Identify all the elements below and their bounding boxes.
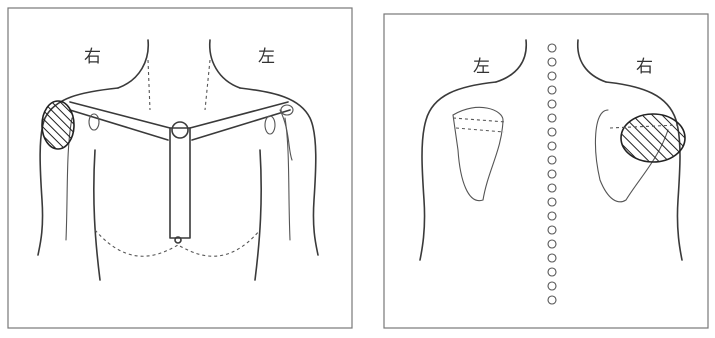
vertebra (548, 226, 556, 234)
back-frame (384, 14, 708, 328)
vertebra (548, 184, 556, 192)
front-right-shoulder-bump (89, 114, 99, 130)
vertebra (548, 44, 556, 52)
vertebra (548, 100, 556, 108)
front-label-right: 右 (84, 47, 101, 67)
vertebra (548, 156, 556, 164)
front-frame (8, 8, 352, 328)
front-neck-dash-1 (148, 60, 150, 110)
vertebra (548, 72, 556, 80)
vertebra (548, 58, 556, 66)
vertebra (548, 86, 556, 94)
front-neck-dash-2 (205, 60, 210, 110)
vertebra (548, 240, 556, 248)
back-left-dash-2 (456, 128, 504, 132)
back-left-shoulder-outline (420, 82, 496, 260)
vertebra (548, 296, 556, 304)
front-left-shoulder-bump (265, 116, 275, 134)
back-label-right: 右 (636, 57, 653, 77)
back-view-figure: 左 右 (378, 0, 715, 338)
back-left-dash-1 (453, 118, 506, 122)
back-view-panel: 左 右 (378, 0, 715, 338)
vertebra (548, 212, 556, 220)
vertebra (548, 254, 556, 262)
back-label-left: 左 (473, 57, 490, 77)
front-left-shoulder-knob (281, 105, 293, 115)
front-neck-right-line (118, 40, 148, 88)
front-torso-right-side (94, 150, 100, 280)
vertebra (548, 268, 556, 276)
front-right-shoulder-hatch (42, 101, 74, 149)
front-center-ring (172, 122, 188, 138)
back-spine (548, 44, 556, 304)
vertebra (548, 282, 556, 290)
vertebra (548, 128, 556, 136)
front-view-figure: 右 左 (0, 0, 360, 338)
front-torso-left-side (255, 150, 261, 280)
back-neck-right-line (578, 40, 606, 82)
back-right-shoulder-outline (606, 82, 682, 260)
front-neck-left-line (210, 40, 240, 88)
front-view-panel: 右 左 (0, 0, 360, 338)
front-center-band (170, 128, 190, 238)
front-label-left: 左 (258, 47, 275, 67)
back-neck-left-line (496, 40, 526, 82)
back-right-shoulder-hatch (621, 114, 685, 162)
vertebra (548, 114, 556, 122)
vertebra (548, 170, 556, 178)
vertebra (548, 142, 556, 150)
vertebra (548, 198, 556, 206)
front-left-arm-line (280, 110, 292, 160)
